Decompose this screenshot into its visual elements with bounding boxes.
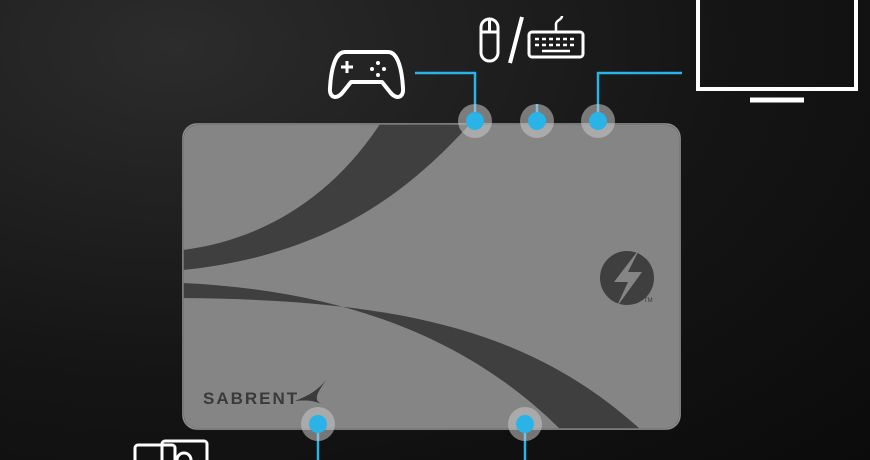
trademark-mark: TM — [644, 298, 653, 304]
port-dots — [301, 104, 615, 441]
game-controller-icon — [327, 50, 406, 99]
lower-swoosh — [183, 283, 640, 429]
port-dot-controller — [458, 104, 492, 138]
mouse-icon — [479, 17, 500, 63]
monitor-icon — [696, 0, 858, 103]
upper-swoosh — [183, 124, 470, 270]
port-dot-host — [508, 407, 542, 441]
port-dot-monitor — [581, 104, 615, 138]
dock-body — [182, 123, 681, 430]
port-dot-input — [520, 104, 554, 138]
keyboard-icon — [527, 15, 585, 59]
storage-drive-icon — [133, 439, 209, 460]
slash-divider — [508, 16, 524, 64]
port-dot-storage — [301, 407, 335, 441]
sabrent-logo: SABRENT — [203, 389, 300, 408]
thunderbolt-icon — [600, 248, 654, 308]
sabrent-swoosh-icon — [295, 380, 326, 404]
